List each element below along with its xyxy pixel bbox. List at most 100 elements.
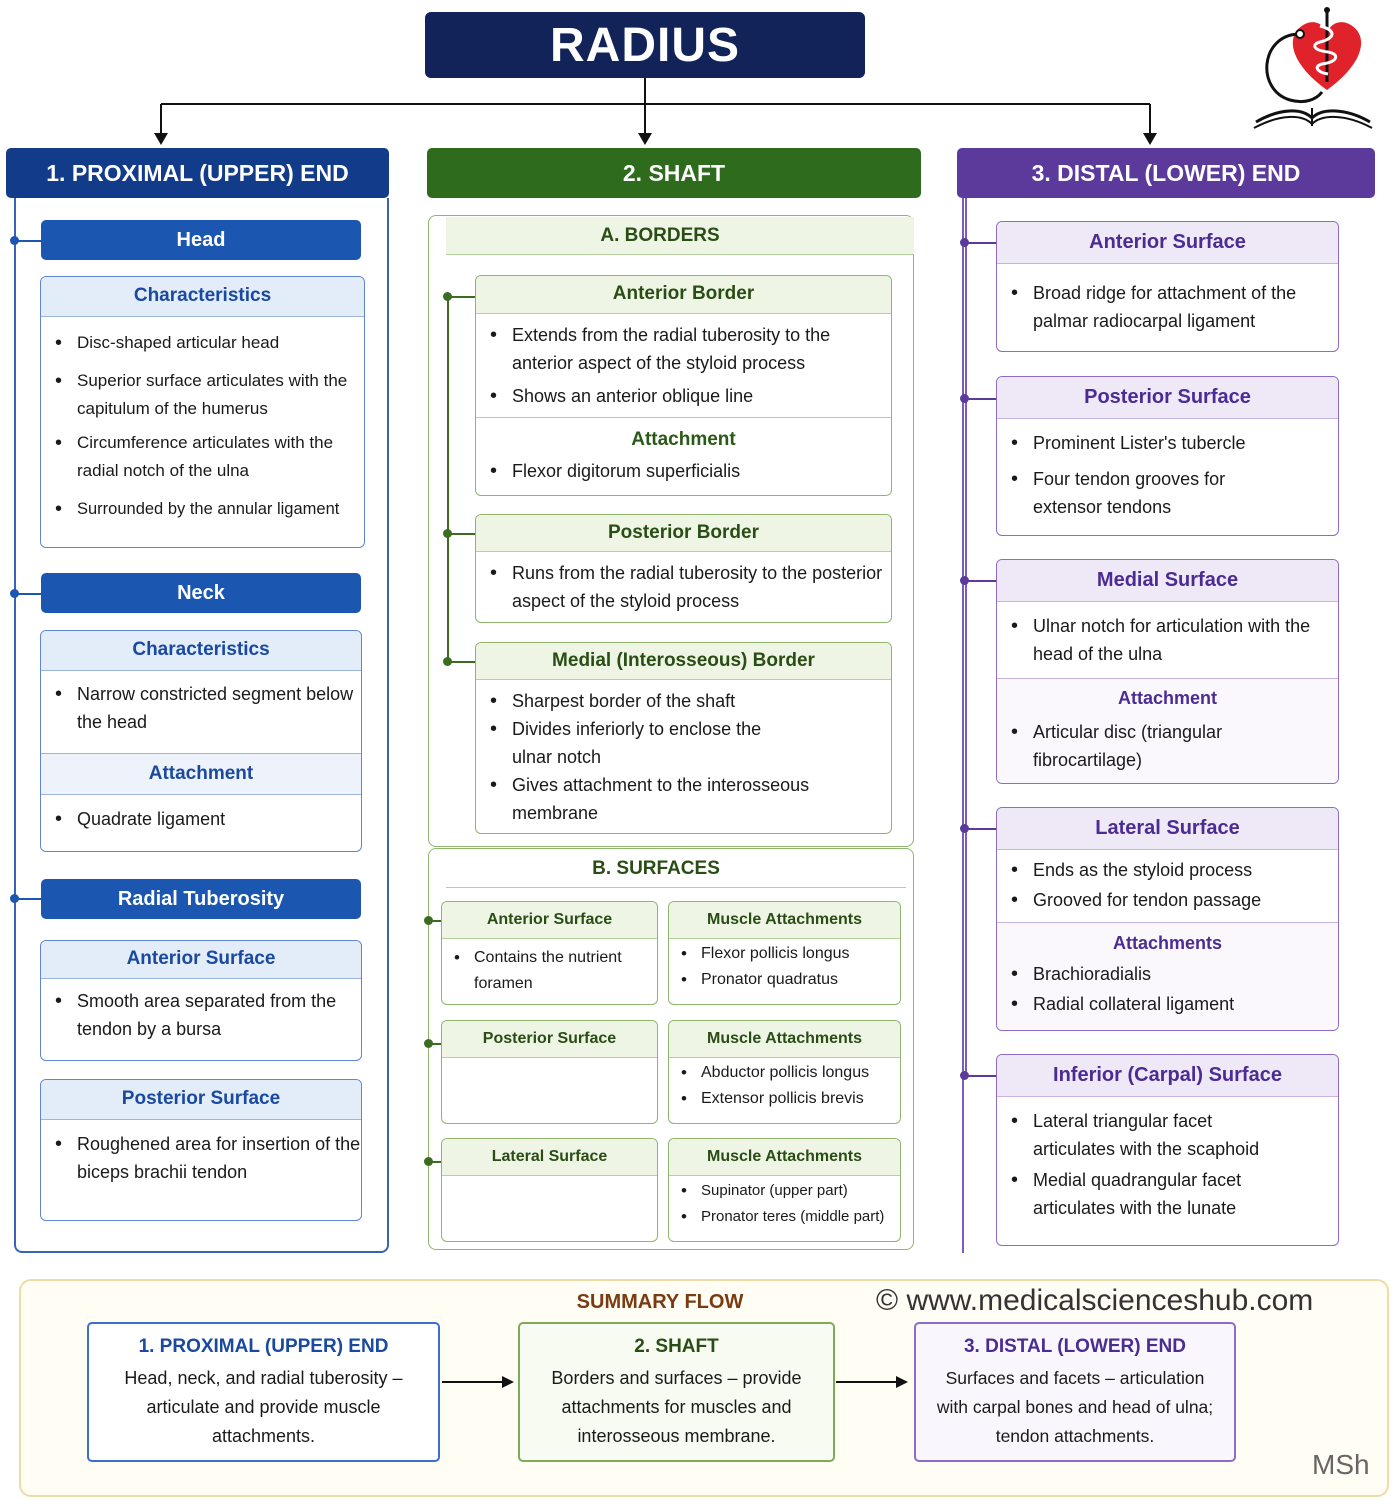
distal-anterior-title: Anterior Surface [997, 222, 1338, 264]
heart-stethoscope-book-logo [1253, 7, 1373, 129]
top-connectors [154, 78, 1157, 145]
list-item: Pronator teres (middle part) [669, 1204, 900, 1230]
distal-lateral-attachment-title: Attachments [997, 922, 1338, 958]
list-item: Flexor digitorum superficialis [476, 457, 891, 485]
list-item: Gives attachment to the interosseous mem… [476, 771, 891, 827]
connector-line [965, 828, 996, 830]
connector-line [447, 296, 475, 298]
surfaces-frame [428, 848, 914, 1250]
distal-lateral-title: Lateral Surface [997, 808, 1338, 850]
connector-dot [960, 824, 969, 833]
distal-medial-title: Medial Surface [997, 560, 1338, 602]
summary-step-shaft: 2. SHAFT Borders and surfaces – provide … [518, 1322, 835, 1462]
list-item: Quadrate ligament [41, 805, 361, 833]
connector-dot [960, 576, 969, 585]
list-item: Flexor pollicis longus [669, 941, 900, 967]
list-item: Radial collateral ligament [997, 990, 1338, 1018]
shaft-lateral-surface-box: Lateral Surface [441, 1138, 658, 1242]
shaft-posterior-surface-box: Posterior Surface [441, 1020, 658, 1124]
borders-title: A. BORDERS [446, 217, 914, 255]
proximal-frame [14, 198, 389, 1253]
list-item: Extensor pollicis brevis [669, 1086, 900, 1112]
distal-end-heading: 3. DISTAL (LOWER) END [957, 148, 1375, 198]
tuberosity-anterior-title: Anterior Surface [41, 941, 361, 979]
list-item: Pronator quadratus [669, 967, 900, 993]
summary-step-title: 1. PROXIMAL (UPPER) END [138, 1336, 389, 1357]
list-item: Circumference articulates with the radia… [41, 429, 364, 485]
connector-line [965, 398, 996, 400]
summary-step-title: 3. DISTAL (LOWER) END [963, 1336, 1187, 1357]
distal-frame [962, 198, 1374, 1253]
shaft-lateral-surface-title: Lateral Surface [442, 1139, 657, 1176]
neck-label: Neck [41, 573, 361, 613]
list-item: Divides inferiorly to enclose the ulnar … [476, 715, 891, 771]
connector-line [428, 1043, 441, 1045]
neck-characteristics-title: Characteristics [41, 631, 361, 671]
distal-posterior-box: Posterior Surface Prominent Lister's tub… [996, 376, 1339, 536]
list-item: Medial quadrangular facet articulates wi… [997, 1166, 1338, 1222]
distal-inferior-title: Inferior (Carpal) Surface [997, 1055, 1338, 1097]
summary-step-title: 2. SHAFT [634, 1336, 719, 1357]
summary-arrows [442, 1376, 908, 1388]
summary-step-distal: 3. DISTAL (LOWER) END Surfaces and facet… [914, 1322, 1236, 1462]
list-item: Broad ridge for attachment of the palmar… [997, 279, 1338, 335]
anterior-border-attachment-title: Attachment [476, 417, 891, 453]
shaft-posterior-muscles-box: Muscle Attachments Abductor pollicis lon… [668, 1020, 901, 1124]
connector-dot [960, 1071, 969, 1080]
list-item: Roughened area for insertion of the bice… [41, 1130, 361, 1186]
muscle-attachments-title: Muscle Attachments [669, 1139, 900, 1176]
list-item: Ulnar notch for articulation with the he… [997, 612, 1338, 668]
connector-line [14, 593, 41, 595]
connector-line [428, 920, 441, 922]
distal-inferior-box: Inferior (Carpal) Surface Lateral triang… [996, 1054, 1339, 1246]
radial-tuberosity-label: Radial Tuberosity [41, 879, 361, 919]
posterior-border-box: Posterior Border Runs from the radial tu… [475, 514, 892, 623]
connector-line [965, 1075, 996, 1077]
shaft-heading: 2. SHAFT [427, 148, 921, 198]
list-item: Lateral triangular facet articulates wit… [997, 1107, 1338, 1163]
distal-lateral-box: Lateral Surface Ends as the styloid proc… [996, 807, 1339, 1031]
posterior-border-title: Posterior Border [476, 515, 891, 552]
list-item: Narrow constricted segment below the hea… [41, 680, 361, 736]
list-item: Disc-shaped articular head [41, 329, 364, 357]
summary-step-text: Surfaces and facets – articulation with … [936, 1368, 1214, 1446]
connector-line [447, 533, 475, 535]
list-item: Brachioradialis [997, 960, 1338, 988]
summary-title: SUMMARY FLOW [576, 1291, 744, 1313]
list-item: Prominent Lister's tubercle [997, 429, 1338, 457]
list-item: Sharpest border of the shaft [476, 687, 891, 715]
anterior-border-title: Anterior Border [476, 276, 891, 314]
page-title: RADIUS [425, 12, 865, 78]
list-item: Extends from the radial tuberosity to th… [476, 321, 891, 377]
list-item: Surrounded by the annular ligament [41, 495, 364, 523]
distal-medial-box: Medial Surface Ulnar notch for articulat… [996, 559, 1339, 784]
connector-line [14, 898, 41, 900]
tuberosity-posterior-box: Posterior Surface Roughened area for ins… [40, 1079, 362, 1221]
connector-dot [960, 394, 969, 403]
connector-line [447, 296, 449, 662]
list-item: Articular disc (triangular fibrocartilag… [997, 718, 1338, 774]
anterior-border-box: Anterior Border Extends from the radial … [475, 275, 892, 496]
head-characteristics-box: Characteristics Disc-shaped articular he… [40, 276, 365, 548]
medial-border-box: Medial (Interosseous) Border Sharpest bo… [475, 642, 892, 834]
list-item: Ends as the styloid process [997, 856, 1338, 884]
connector-line [447, 661, 475, 663]
list-item: Four tendon grooves for extensor tendons [997, 465, 1338, 521]
neck-attachment-title: Attachment [41, 753, 361, 795]
muscle-attachments-title: Muscle Attachments [669, 1021, 900, 1058]
summary-step-proximal: 1. PROXIMAL (UPPER) END Head, neck, and … [87, 1322, 440, 1462]
summary-step-text: Borders and surfaces – provide attachmen… [551, 1368, 802, 1446]
list-item: Contains the nutrient foramen [442, 945, 657, 997]
connector-line [965, 198, 967, 1076]
medial-border-title: Medial (Interosseous) Border [476, 643, 891, 680]
summary-step-text: Head, neck, and radial tuberosity – arti… [124, 1368, 403, 1446]
head-characteristics-title: Characteristics [41, 277, 364, 317]
distal-posterior-title: Posterior Surface [997, 377, 1338, 419]
connector-dot [960, 238, 969, 247]
neck-box: Characteristics Narrow constricted segme… [40, 630, 362, 852]
muscle-attachments-title: Muscle Attachments [669, 902, 900, 939]
copyright-text: © www.medicalscienceshub.com [876, 1284, 1314, 1317]
signature-text: MSh [1312, 1449, 1370, 1480]
connector-line [965, 242, 996, 244]
connector-line [428, 1161, 441, 1163]
